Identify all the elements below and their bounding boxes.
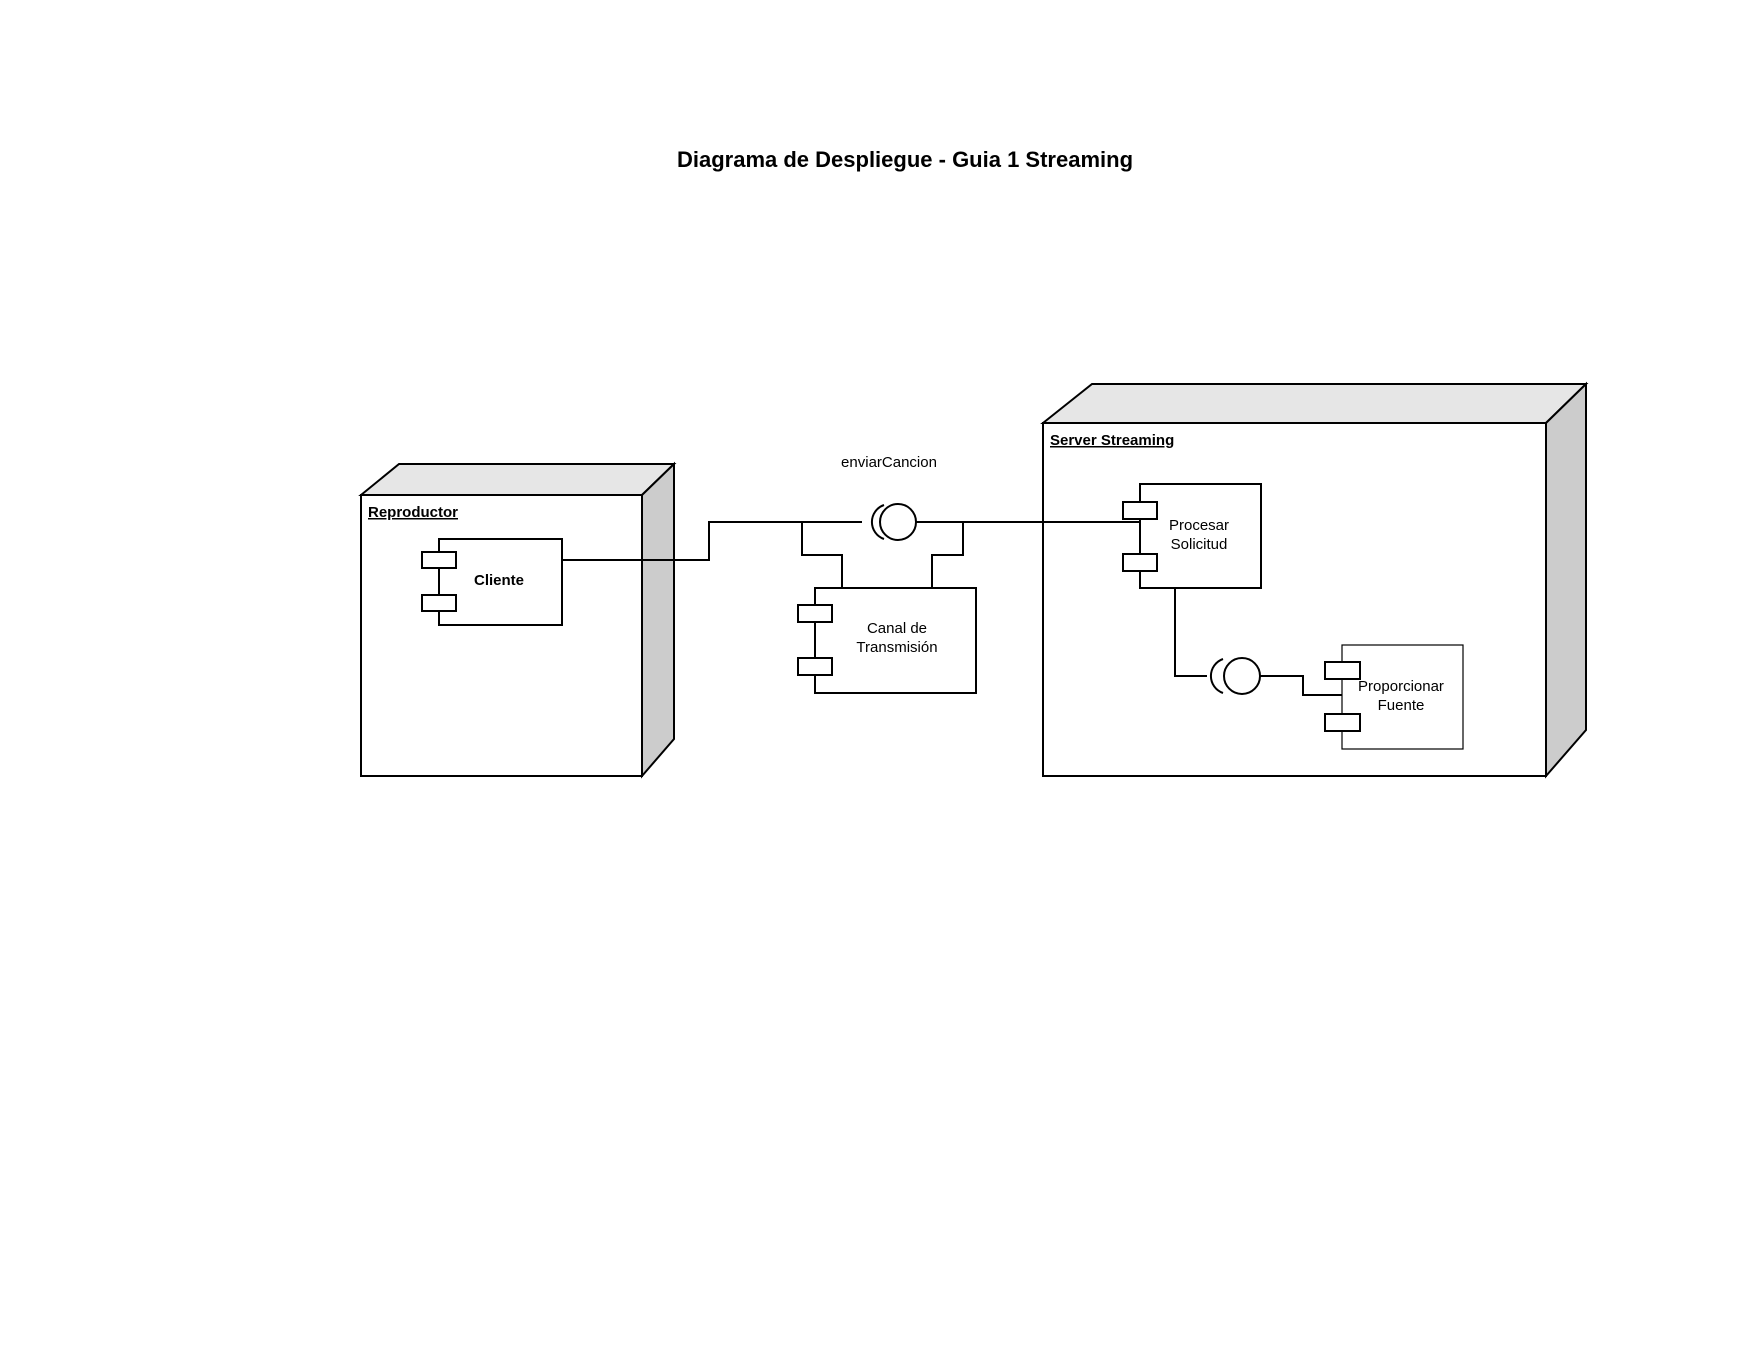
- connector-canal-left: [801, 522, 843, 588]
- component-procesar-port-top-icon: [1122, 501, 1158, 520]
- inner-lollipop-icon: [1223, 657, 1261, 695]
- component-procesar-body: [1139, 483, 1262, 589]
- interface-enviar-label: enviarCancion: [841, 454, 937, 471]
- component-canal-port-bottom-icon: [797, 657, 833, 676]
- connector-cliente-enviar: [561, 521, 862, 561]
- node-server-side-face: [1545, 381, 1587, 779]
- enviar-lollipop-icon: [879, 503, 917, 541]
- component-canal-label-line2: Transmisión: [856, 639, 937, 656]
- node-reproductor-top-face: [358, 463, 677, 496]
- connector-canal-right: [931, 522, 964, 588]
- node-reproductor-side-face: [641, 461, 675, 779]
- interface-inner[interactable]: [1209, 657, 1261, 695]
- node-server-top-face: [1040, 383, 1589, 424]
- inner-socket-icon: [1209, 658, 1224, 694]
- node-server-front-face: [1042, 422, 1547, 777]
- component-cliente-body: [438, 538, 563, 626]
- node-reproductor-front-face: [360, 494, 643, 777]
- component-canal-port-top-icon: [797, 604, 833, 623]
- node-server-streaming[interactable]: Server Streaming: [1040, 381, 1589, 779]
- component-procesar-label-line1: Procesar: [1169, 517, 1229, 534]
- component-procesar-port-bottom-icon: [1122, 553, 1158, 572]
- component-proporcionar-fuente[interactable]: Proporcionar Fuente: [1324, 644, 1464, 750]
- component-canal-body: [814, 587, 977, 694]
- node-server-label: Server Streaming: [1050, 432, 1174, 449]
- component-proporcionar-label-line2: Fuente: [1378, 697, 1425, 714]
- enviar-socket-icon: [870, 504, 885, 540]
- component-canal-transmision[interactable]: Canal de Transmisión: [797, 587, 977, 694]
- component-cliente-port-top-icon: [421, 551, 457, 569]
- connector-procesar-interface: [1174, 588, 1207, 677]
- component-procesar-solicitud[interactable]: Procesar Solicitud: [1122, 483, 1262, 589]
- component-proporcionar-port-bottom-icon: [1324, 713, 1361, 732]
- component-cliente[interactable]: Cliente: [421, 538, 563, 626]
- component-canal-label-line1: Canal de: [867, 620, 927, 637]
- component-proporcionar-body: [1341, 644, 1464, 750]
- component-proporcionar-label-line1: Proporcionar: [1358, 678, 1444, 695]
- connector-interface-proporcionar: [1260, 675, 1342, 696]
- component-cliente-port-bottom-icon: [421, 594, 457, 612]
- node-reproductor-label: Reproductor: [368, 504, 458, 521]
- component-proporcionar-port-top-icon: [1324, 661, 1361, 680]
- interface-enviar-cancion[interactable]: enviarCancion: [841, 454, 937, 541]
- component-procesar-label-line2: Solicitud: [1171, 536, 1228, 553]
- component-cliente-label: Cliente: [474, 572, 524, 589]
- diagram-title: Diagrama de Despliegue - Guia 1 Streamin…: [677, 147, 1133, 172]
